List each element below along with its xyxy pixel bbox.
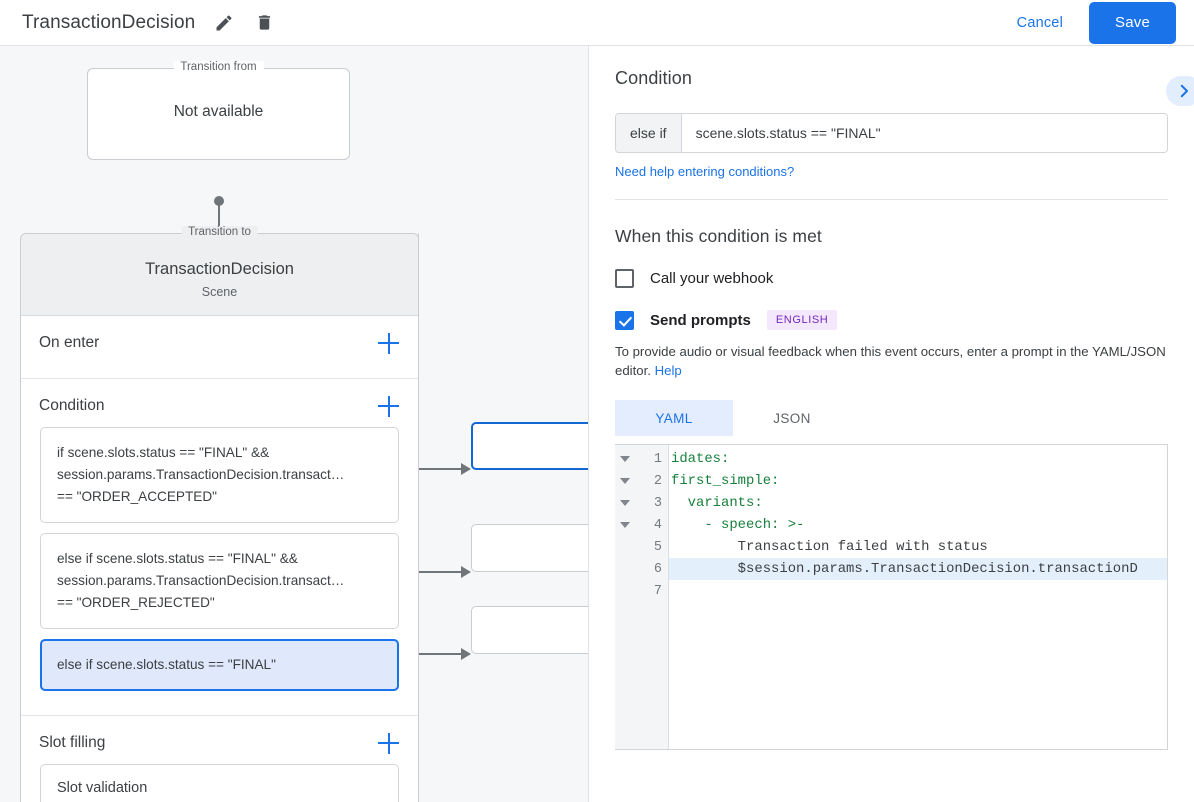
code-line-highlighted: $session.params.TransactionDecision.tran…	[669, 558, 1167, 580]
line-number: 2	[653, 473, 662, 489]
tab-yaml[interactable]: YAML	[615, 400, 733, 436]
target-box-accepted[interactable]	[471, 422, 588, 470]
line-number: 5	[653, 539, 662, 555]
target-box-final[interactable]	[471, 606, 588, 654]
editor-gutter: 1 2 3 4 5	[615, 445, 669, 749]
trash-icon[interactable]	[253, 12, 275, 34]
condition-input[interactable]	[681, 114, 1167, 152]
cancel-button[interactable]: Cancel	[1003, 6, 1077, 40]
condition-card-final[interactable]: else if scene.slots.status == "FINAL"	[40, 639, 399, 691]
condition-line: session.params.TransactionDecision.trans…	[57, 467, 345, 482]
code-line: - speech: >-	[671, 517, 805, 533]
gutter-line[interactable]: 6	[615, 558, 668, 580]
panel-title: Condition	[615, 68, 692, 88]
section-header-slot-filling: Slot filling	[21, 716, 418, 764]
add-condition-button[interactable]	[378, 395, 400, 417]
scene-canvas: Transition from Not available Transition…	[0, 46, 588, 802]
prompts-hint-text: To provide audio or visual feedback when…	[615, 342, 1168, 380]
panel-condition-section: Condition else if Need help entering con…	[589, 46, 1194, 200]
line-number: 3	[653, 495, 662, 511]
condition-line: else if scene.slots.status == "FINAL" &&	[57, 551, 298, 566]
scene-name: TransactionDecision	[145, 260, 294, 278]
editor-code-area[interactable]: idates: first_simple: variants: - speech…	[669, 445, 1167, 749]
slot-validation-item[interactable]: Slot validation	[40, 764, 399, 802]
prompts-hint-body: To provide audio or visual feedback when…	[615, 344, 1166, 378]
code-line: variants:	[671, 495, 763, 511]
scene-type: Scene	[201, 285, 238, 299]
condition-line: session.params.TransactionDecision.trans…	[57, 573, 345, 588]
gutter-line[interactable]: 2	[615, 470, 668, 492]
call-webhook-checkbox[interactable]	[615, 269, 634, 288]
scene-card: Transition to TransactionDecision Scene …	[20, 226, 419, 802]
fold-toggle-icon[interactable]	[615, 478, 635, 484]
page-title: TransactionDecision	[22, 11, 196, 33]
yaml-editor[interactable]: 1 2 3 4 5	[615, 444, 1168, 750]
condition-details-panel: Condition else if Need help entering con…	[588, 46, 1194, 802]
add-on-enter-button[interactable]	[378, 332, 400, 354]
language-badge: ENGLISH	[766, 310, 838, 330]
panel-when-met-section: When this condition is met Call your web…	[589, 226, 1194, 750]
condition-prefix: else if	[616, 114, 682, 152]
section-slot-filling: Slot filling Slot validation	[21, 716, 418, 802]
when-condition-met-heading: When this condition is met	[615, 226, 822, 246]
section-title-on-enter: On enter	[39, 334, 100, 351]
code-line: Transaction failed with status	[671, 539, 988, 555]
transition-from-value: Not available	[173, 103, 264, 120]
transition-to-legend: Transition to	[181, 226, 258, 238]
tab-json[interactable]: JSON	[773, 410, 811, 426]
section-on-enter: On enter	[21, 316, 418, 379]
condition-line: == "ORDER_REJECTED"	[57, 595, 215, 610]
section-header-condition: Condition	[21, 379, 418, 427]
save-button[interactable]: Save	[1089, 1, 1176, 44]
edge-line-2	[399, 571, 463, 573]
fold-toggle-icon[interactable]	[615, 500, 635, 506]
line-number: 6	[653, 561, 662, 577]
webhook-checkbox-row[interactable]: Call your webhook	[615, 269, 1168, 288]
gutter-line[interactable]: 3	[615, 492, 668, 514]
code-line	[669, 580, 1167, 602]
edge-arrow-3	[461, 648, 471, 660]
send-prompts-row[interactable]: Send prompts ENGLISH	[615, 310, 1168, 330]
gutter-line[interactable]: 5	[615, 536, 668, 558]
line-number: 4	[653, 517, 662, 533]
edge-arrow-2	[461, 566, 471, 578]
call-webhook-label: Call your webhook	[650, 270, 774, 287]
section-header-on-enter: On enter	[21, 316, 418, 364]
code-line: first_simple:	[671, 473, 780, 489]
gutter-line[interactable]: 7	[615, 580, 668, 602]
edge-arrow-1	[461, 463, 471, 475]
code-line: idates:	[671, 451, 730, 467]
chevron-right-icon[interactable]	[1166, 76, 1194, 106]
gutter-line[interactable]: 1	[615, 448, 668, 470]
editor-format-tabs: YAML JSON	[615, 400, 1168, 436]
condition-line: else if scene.slots.status == "FINAL"	[57, 657, 276, 672]
edge-line-3	[399, 653, 463, 655]
condition-card-accepted[interactable]: if scene.slots.status == "FINAL" && sess…	[40, 427, 399, 523]
condition-line: == "ORDER_ACCEPTED"	[57, 489, 217, 504]
scene-header: Transition to TransactionDecision Scene	[21, 226, 418, 316]
condition-help-link[interactable]: Need help entering conditions?	[615, 164, 795, 179]
prompts-help-link[interactable]: Help	[654, 363, 682, 378]
gutter-line[interactable]: 4	[615, 514, 668, 536]
fold-toggle-icon[interactable]	[615, 456, 635, 462]
pencil-icon[interactable]	[213, 12, 235, 34]
line-number: 1	[653, 451, 662, 467]
panel-divider	[615, 199, 1168, 200]
section-title-condition: Condition	[39, 397, 105, 414]
fold-toggle-icon[interactable]	[615, 522, 635, 528]
target-box-rejected[interactable]	[471, 524, 588, 572]
condition-input-row[interactable]: else if	[615, 113, 1168, 153]
condition-card-rejected[interactable]: else if scene.slots.status == "FINAL" &&…	[40, 533, 399, 629]
top-bar: TransactionDecision Cancel Save	[0, 0, 1194, 46]
section-title-slot-filling: Slot filling	[39, 734, 106, 751]
edge-line-1	[399, 468, 463, 470]
add-slot-filling-button[interactable]	[378, 732, 400, 754]
transition-from-box: Transition from Not available	[87, 61, 350, 160]
send-prompts-checkbox[interactable]	[615, 310, 634, 330]
line-number: 7	[653, 583, 662, 599]
transition-from-legend: Transition from	[173, 61, 264, 73]
section-condition: Condition if scene.slots.status == "FINA…	[21, 379, 418, 716]
send-prompts-label: Send prompts	[650, 311, 751, 329]
condition-line: if scene.slots.status == "FINAL" &&	[57, 445, 270, 460]
